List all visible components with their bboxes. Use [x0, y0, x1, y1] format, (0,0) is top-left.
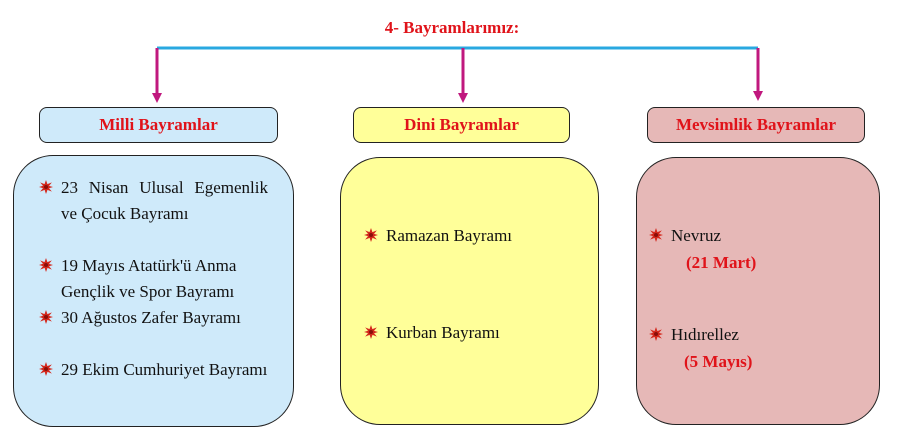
header-dini-bayramlar: Dini Bayramlar	[353, 107, 570, 143]
starburst-bullet-icon	[364, 228, 378, 242]
header-label: Dini Bayramlar	[404, 115, 519, 134]
starburst-bullet-icon	[39, 180, 53, 194]
list-item: 19 Mayıs Atatürk'ü Anma Gençlik ve Spor …	[61, 256, 237, 301]
list-item-name: Nevruz	[671, 226, 722, 245]
starburst-bullet-icon	[649, 228, 663, 242]
list-item: Kurban Bayramı	[386, 323, 500, 342]
list-item: 30 Ağustos Zafer Bayramı	[61, 308, 241, 327]
starburst-bullet-icon	[649, 327, 663, 341]
page-title: 4- Bayramlarımız:	[384, 18, 520, 37]
list-item-name: Hıdırellez	[671, 325, 739, 344]
header-label: Milli Bayramlar	[99, 115, 218, 134]
list-item: 23 Nisan Ulusal Egemenlik ve Çocuk Bayra…	[61, 178, 268, 223]
list-item: Ramazan Bayramı	[386, 226, 513, 245]
starburst-bullet-icon	[39, 362, 53, 376]
list-item-date: (21 Mart)	[686, 253, 757, 272]
header-label: Mevsimlik Bayramlar	[675, 115, 837, 134]
starburst-bullet-icon	[364, 325, 378, 339]
list-item-date: (5 Mayıs)	[684, 352, 753, 371]
starburst-bullet-icon	[39, 310, 53, 324]
list-item: 29 Ekim Cumhuriyet Bayramı	[61, 360, 268, 379]
header-mevsimlik-bayramlar: Mevsimlik Bayramlar	[647, 107, 865, 143]
starburst-bullet-icon	[39, 258, 53, 272]
box-milli-bayramlar	[13, 155, 294, 427]
box-dini-bayramlar	[340, 157, 599, 425]
box-mevsimlik-bayramlar	[636, 157, 880, 425]
header-milli-bayramlar: Milli Bayramlar	[39, 107, 278, 143]
